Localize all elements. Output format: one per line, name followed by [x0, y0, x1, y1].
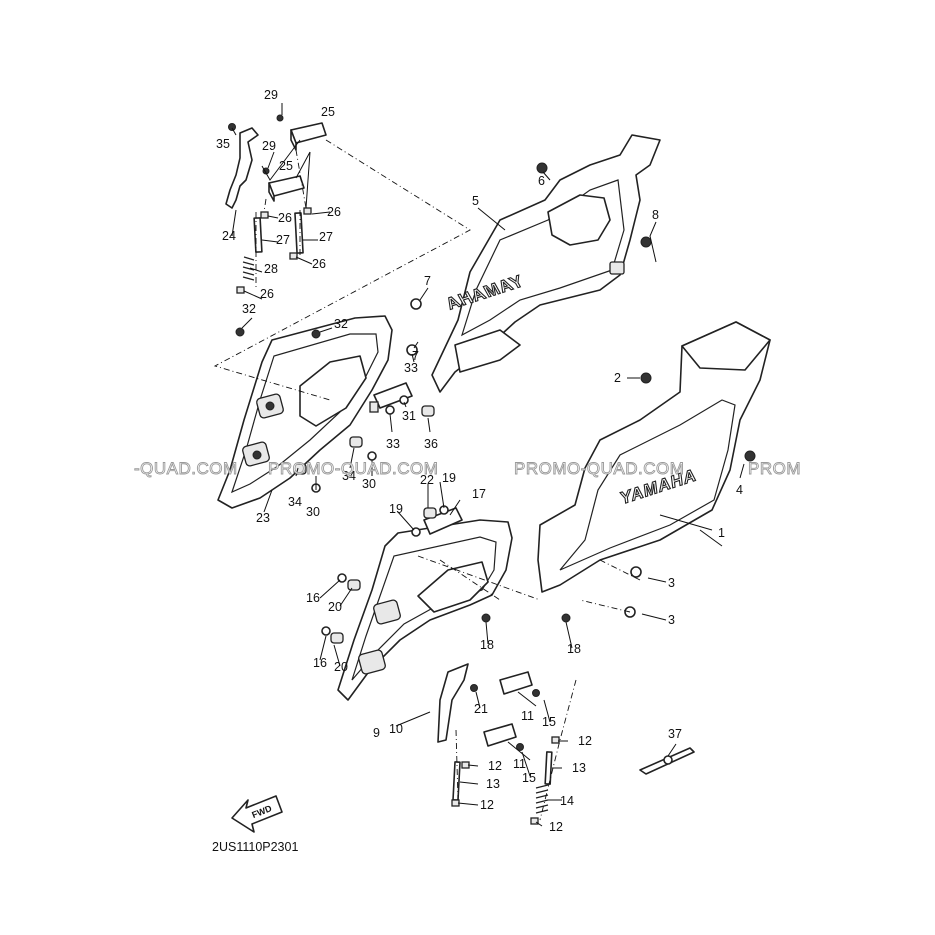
- callout-25b: 25: [279, 159, 293, 173]
- callout-28: 28: [264, 262, 278, 276]
- callout-4: 4: [736, 483, 743, 497]
- callout-5: 5: [472, 194, 479, 208]
- callout-12c: 12: [480, 798, 494, 812]
- leader-lines: [231, 103, 745, 827]
- callout-3a: 3: [668, 576, 675, 590]
- callout-24: 24: [222, 229, 236, 243]
- callout-7a: 7: [424, 274, 431, 288]
- callout-33b: 33: [386, 437, 400, 451]
- callout-32b: 32: [334, 317, 348, 331]
- callout-33a: 33: [404, 361, 418, 375]
- callout-21: 21: [474, 702, 488, 716]
- callout-17: 17: [472, 487, 486, 501]
- callout-32a: 32: [242, 302, 256, 316]
- callout-12d: 12: [549, 820, 563, 834]
- callout-35: 35: [216, 137, 230, 151]
- callout-18b: 18: [567, 642, 581, 656]
- lower-side-cover: [337, 505, 513, 701]
- rear-side-cover: YAMAHA: [431, 134, 661, 393]
- callout-8: 8: [652, 208, 659, 222]
- callout-2: 2: [614, 371, 621, 385]
- callout-7b: 7: [412, 349, 419, 363]
- callout-19a: 19: [442, 471, 456, 485]
- callout-1: 1: [718, 526, 725, 540]
- callout-15a: 15: [542, 715, 556, 729]
- callout-12a: 12: [578, 734, 592, 748]
- callout-20a: 20: [328, 600, 342, 614]
- callout-9: 9: [373, 726, 380, 740]
- callout-13a: 13: [486, 777, 500, 791]
- callout-34a: 34: [342, 469, 356, 483]
- callout-16a: 16: [306, 591, 320, 605]
- callout-22: 22: [420, 473, 434, 487]
- callout-30a: 30: [362, 477, 376, 491]
- callout-12b: 12: [488, 759, 502, 773]
- fwd-arrow: FWD: [231, 795, 283, 833]
- callout-20b: 20: [334, 660, 348, 674]
- callout-36: 36: [424, 437, 438, 451]
- callout-31: 31: [402, 409, 416, 423]
- callout-25a: 25: [321, 105, 335, 119]
- callout-27b: 27: [319, 230, 333, 244]
- callout-10: 10: [389, 722, 403, 736]
- callout-15b: 15: [522, 771, 536, 785]
- watermark-left: -QUAD.COM: [134, 459, 238, 478]
- callout-30b: 30: [306, 505, 320, 519]
- drawing-code: 2US1110P2301: [212, 840, 298, 854]
- left-side-cover: [217, 315, 393, 509]
- callout-26a: 26: [278, 211, 292, 225]
- reference-lines: [213, 139, 641, 821]
- callout-29b: 29: [262, 139, 276, 153]
- callout-11b: 11: [513, 757, 526, 771]
- callout-13b: 13: [572, 761, 586, 775]
- callout-29a: 29: [264, 88, 278, 102]
- watermark: -QUAD.COM PROMO-QUAD.COM PROMO-QUAD.COM …: [134, 459, 801, 479]
- callout-numbers: 1 2 3 3 4 5 6 7 7 8 9 10 11 11 12 12 12 …: [216, 88, 743, 834]
- callout-19b: 19: [389, 502, 403, 516]
- callout-26b: 26: [327, 205, 341, 219]
- callout-27a: 27: [276, 233, 290, 247]
- callout-26c: 26: [312, 257, 326, 271]
- callout-34b: 34: [288, 495, 302, 509]
- callout-11a: 11: [521, 709, 534, 723]
- callout-26d: 26: [260, 287, 274, 301]
- right-side-cover: YAMAHA: [537, 321, 771, 593]
- watermark-center: PROMO-QUAD.COM: [268, 459, 438, 478]
- watermark-edge: PROM: [748, 459, 801, 478]
- callout-23: 23: [256, 511, 270, 525]
- callout-3b: 3: [668, 613, 675, 627]
- callout-16b: 16: [313, 656, 327, 670]
- callout-14: 14: [560, 794, 574, 808]
- callout-6: 6: [538, 174, 545, 188]
- callout-37: 37: [668, 727, 682, 741]
- callout-18a: 18: [480, 638, 494, 652]
- watermark-right: PROMO-QUAD.COM: [514, 459, 684, 478]
